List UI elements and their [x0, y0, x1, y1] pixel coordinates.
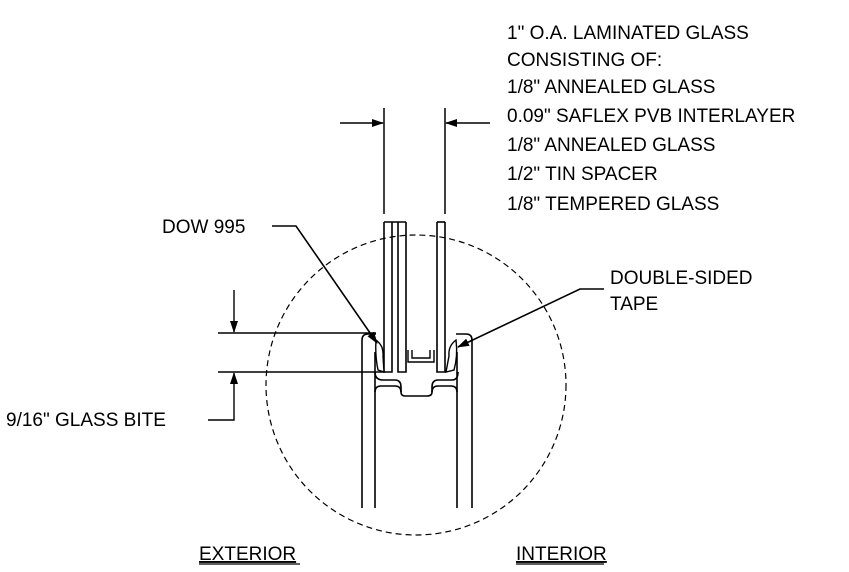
glass-bite-label: 9/16" GLASS BITE: [6, 410, 166, 431]
spec-line-7: 1/8" TEMPERED GLASS: [507, 194, 719, 215]
spec-line-1: 1" O.A. LAMINATED GLASS: [507, 23, 749, 44]
tape-bead-interior: [445, 338, 458, 373]
tape-leader: [457, 288, 604, 348]
glass-lites: [383, 221, 446, 373]
tape-label-line1: DOUBLE-SIDED: [610, 268, 753, 289]
glass-spec-notes: 1" O.A. LAMINATED GLASS CONSISTING OF: 1…: [507, 23, 795, 215]
tin-spacer: [407, 350, 435, 363]
detail-circle: [265, 234, 567, 536]
sealant-leader: [272, 225, 378, 344]
spec-line-6: 1/2" TIN SPACER: [507, 164, 658, 185]
spec-line-4: 0.09" SAFLEX PVB INTERLAYER: [507, 106, 795, 127]
sealant-bead-exterior: [375, 338, 385, 373]
tape-label-line2: TAPE: [610, 294, 658, 315]
exterior-label: EXTERIOR: [199, 544, 296, 565]
spec-line-2: CONSISTING OF:: [507, 50, 662, 71]
sealant-label: DOW 995: [162, 217, 245, 238]
spec-line-3: 1/8" ANNEALED GLASS: [507, 77, 715, 98]
interior-label: INTERIOR: [516, 544, 607, 565]
spec-line-5: 1/8" ANNEALED GLASS: [507, 135, 715, 156]
bite-leader: [208, 418, 235, 421]
